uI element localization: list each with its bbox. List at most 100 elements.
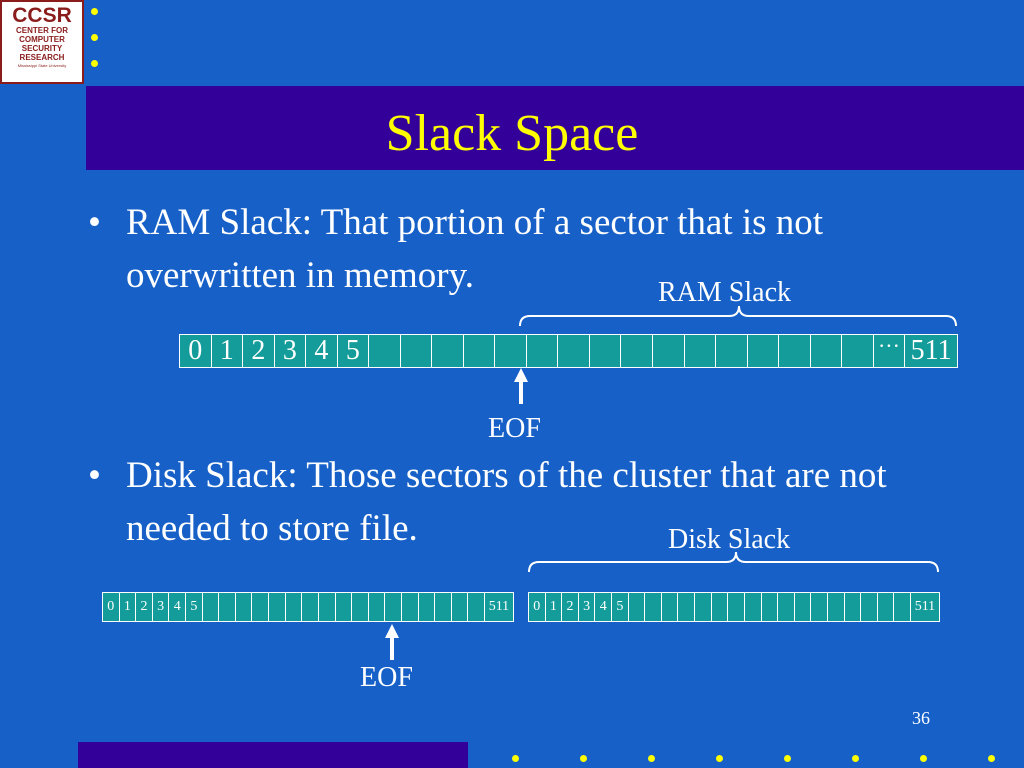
sector-cell bbox=[336, 593, 353, 621]
sector-cell bbox=[685, 335, 717, 367]
sector-cell bbox=[845, 593, 862, 621]
bullet-icon: • bbox=[88, 455, 101, 496]
sector-cell bbox=[878, 593, 895, 621]
sector-cell: 2 bbox=[562, 593, 579, 621]
ram-eof-label: EOF bbox=[488, 413, 541, 444]
sector-cell bbox=[401, 335, 433, 367]
sector-cell bbox=[385, 593, 402, 621]
sector-cell bbox=[286, 593, 303, 621]
sector-cell bbox=[778, 593, 795, 621]
sector-cell bbox=[468, 593, 486, 621]
decorative-dots-top bbox=[88, 8, 98, 86]
sector-cell: 4 bbox=[595, 593, 613, 621]
sector-cell: 3 bbox=[275, 335, 307, 367]
sector-cell: ··· bbox=[874, 335, 906, 367]
sector-cell bbox=[402, 593, 419, 621]
sector-cell: 0 bbox=[529, 593, 546, 621]
sector-cell bbox=[464, 335, 496, 367]
sector-cell bbox=[252, 593, 270, 621]
sector-cell bbox=[302, 593, 319, 621]
sector-cell bbox=[629, 593, 646, 621]
sector-cell bbox=[653, 335, 685, 367]
bullet-disk-slack: • Disk Slack: Those sectors of the clust… bbox=[88, 449, 968, 555]
sector-cell: 5 bbox=[612, 593, 629, 621]
logo-title: CCSR bbox=[12, 4, 72, 27]
bottom-bar bbox=[78, 742, 468, 768]
sector-cell bbox=[662, 593, 679, 621]
sector-cell: 2 bbox=[136, 593, 153, 621]
sector-cell bbox=[728, 593, 745, 621]
sector-cell: 511 bbox=[488, 599, 510, 614]
sector-cell bbox=[452, 593, 469, 621]
sector-cell bbox=[435, 593, 452, 621]
sector-cell bbox=[828, 593, 845, 621]
sector-cell bbox=[894, 593, 912, 621]
title-bar bbox=[86, 86, 1024, 170]
sector-cell: 5 bbox=[338, 335, 370, 367]
sector-cell bbox=[621, 335, 653, 367]
logo-line-4: RESEARCH bbox=[19, 53, 65, 62]
sector-cell bbox=[716, 335, 748, 367]
logo-line-1: CENTER FOR bbox=[16, 26, 68, 35]
sector-cell bbox=[795, 593, 812, 621]
logo-line-2: COMPUTER bbox=[19, 35, 65, 44]
sector-cell bbox=[748, 335, 780, 367]
decorative-dots-bottom bbox=[512, 755, 1024, 762]
sector-cell bbox=[590, 335, 622, 367]
sector-cell bbox=[495, 335, 527, 367]
sector-cell bbox=[645, 593, 662, 621]
bullet-text: Disk Slack: Those sectors of the cluster… bbox=[126, 455, 887, 549]
ram-slack-label: RAM Slack bbox=[658, 277, 791, 308]
sector-cell: 3 bbox=[579, 593, 596, 621]
sector-cell bbox=[861, 593, 878, 621]
sector-cell bbox=[779, 335, 811, 367]
sector-cell: 5 bbox=[186, 593, 203, 621]
sector-cell bbox=[319, 593, 336, 621]
sector-cell: 1 bbox=[120, 593, 137, 621]
bullet-icon: • bbox=[88, 202, 101, 243]
sector-cell bbox=[432, 335, 464, 367]
sector-cell bbox=[811, 335, 843, 367]
sector-cell bbox=[712, 593, 729, 621]
sector-cell bbox=[811, 593, 828, 621]
sector-cell bbox=[352, 593, 369, 621]
sector-cell bbox=[203, 593, 220, 621]
sector-cell bbox=[558, 335, 590, 367]
sector-cell: 0 bbox=[103, 593, 120, 621]
sector-cell bbox=[236, 593, 253, 621]
sector-cell: 511 bbox=[910, 335, 952, 366]
bullet-ram-slack: • RAM Slack: That portion of a sector th… bbox=[88, 196, 968, 302]
ccsr-logo: CCSR CENTER FOR COMPUTER SECURITY RESEAR… bbox=[0, 0, 84, 84]
page-number: 36 bbox=[912, 708, 930, 728]
sector-cell: 2 bbox=[243, 335, 275, 367]
sector-cell bbox=[842, 335, 874, 367]
sector-cell: 3 bbox=[153, 593, 170, 621]
sector-cell: 1 bbox=[212, 335, 244, 367]
sector-cell bbox=[269, 593, 286, 621]
sector-cell: 1 bbox=[546, 593, 563, 621]
sector-cell bbox=[745, 593, 762, 621]
logo-line-3: SECURITY bbox=[21, 44, 63, 53]
sector-cell: 0 bbox=[180, 335, 212, 367]
bullet-text: RAM Slack: That portion of a sector that… bbox=[126, 202, 824, 296]
logo-line-5: Mississippi State University bbox=[17, 63, 67, 68]
sector-cell bbox=[369, 335, 401, 367]
sector-cell bbox=[527, 335, 559, 367]
sector-cell bbox=[219, 593, 236, 621]
sector-cell bbox=[419, 593, 436, 621]
sector-cell bbox=[695, 593, 712, 621]
disk-eof-label: EOF bbox=[360, 662, 413, 693]
sector-cell bbox=[369, 593, 386, 621]
sector-cell: 4 bbox=[306, 335, 338, 367]
disk-slack-label: Disk Slack bbox=[668, 524, 791, 555]
sector-cell: 4 bbox=[169, 593, 187, 621]
slide-title: Slack Space bbox=[385, 105, 639, 162]
sector-cell bbox=[678, 593, 696, 621]
